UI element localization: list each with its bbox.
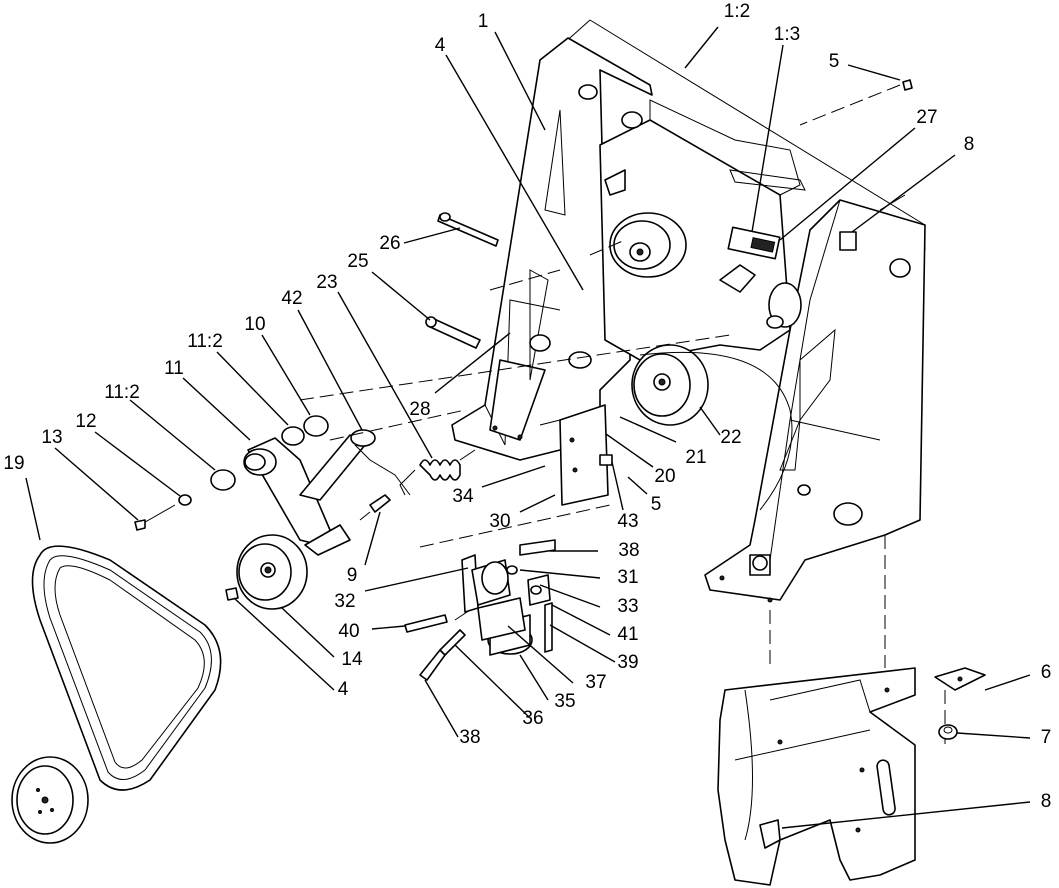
callout-13: 13 (41, 427, 62, 448)
callout-40: 40 (338, 621, 359, 642)
callout-39: 39 (617, 652, 638, 673)
callout-35: 35 (554, 691, 575, 712)
callout-7: 7 (1041, 727, 1052, 748)
rod-26 (437, 212, 499, 247)
callout-11-2-lower: 11:2 (104, 382, 140, 403)
bolt-9 (359, 494, 391, 521)
callout-5-upper: 5 (829, 51, 840, 72)
solenoid-assembly (404, 539, 556, 681)
callout-21: 21 (685, 447, 706, 468)
dashed-construction-lines (299, 84, 946, 745)
callout-28: 28 (409, 399, 430, 420)
callout-30: 30 (489, 511, 510, 532)
lower-frame (717, 667, 916, 886)
callout-19: 19 (3, 453, 24, 474)
callout-23: 23 (316, 272, 337, 293)
callout-34: 34 (452, 486, 474, 507)
pulley-14 (236, 534, 308, 610)
idler-bracket-30 (539, 404, 613, 506)
pin-25 (425, 316, 481, 349)
lower-pulley-22 (631, 344, 709, 426)
callout-12: 12 (75, 411, 96, 432)
bolt-13 (134, 494, 192, 531)
callout-8-upper: 8 (964, 134, 975, 155)
callout-36: 36 (522, 708, 543, 729)
right-side-plate (704, 199, 926, 603)
extension-spring-23 (399, 449, 476, 496)
callout-42: 42 (281, 288, 302, 309)
callout-1-3: 1:3 (774, 24, 800, 45)
plate-6 (934, 667, 986, 691)
callout-43: 43 (617, 511, 638, 532)
nut-4 (225, 587, 239, 601)
callout-20: 20 (654, 466, 675, 487)
nut-7 (938, 724, 958, 740)
rear-housing (599, 99, 806, 361)
callout-10: 10 (244, 314, 265, 335)
callout-8-lower: 8 (1041, 791, 1052, 812)
idler-arm-assembly (210, 415, 366, 556)
callout-25: 25 (347, 251, 368, 272)
callout-14: 14 (341, 649, 363, 670)
callout-6: 6 (1041, 662, 1052, 683)
callout-1-2: 1:2 (724, 1, 750, 22)
callout-9: 9 (347, 565, 358, 586)
callout-labels: 1 1:2 1:3 4 5 27 8 26 25 23 42 10 11:2 1… (3, 1, 1051, 812)
nut-5-top (902, 79, 913, 91)
upper-pulley (609, 212, 687, 278)
callout-27: 27 (916, 107, 937, 128)
spring-hook-42 (350, 429, 411, 496)
crank-pulley (11, 756, 89, 844)
right-bearing (766, 282, 802, 329)
callout-1: 1 (478, 11, 489, 32)
callout-31: 31 (617, 567, 638, 588)
callout-38-lower: 38 (459, 727, 480, 748)
callout-5-middle: 5 (651, 494, 662, 515)
callout-37: 37 (585, 672, 606, 693)
drive-belt-19 (31, 545, 222, 791)
callout-38-upper: 38 (618, 540, 639, 561)
callout-33: 33 (617, 596, 638, 617)
callout-22: 22 (720, 427, 741, 448)
callout-11-2-upper: 11:2 (187, 331, 223, 352)
callout-26: 26 (379, 233, 400, 254)
callout-41: 41 (617, 624, 638, 645)
leader-lines (25, 26, 1031, 829)
callout-11: 11 (164, 358, 184, 379)
callout-4-lower: 4 (338, 679, 349, 700)
callout-32: 32 (334, 591, 355, 612)
callout-4-upper: 4 (435, 35, 446, 56)
